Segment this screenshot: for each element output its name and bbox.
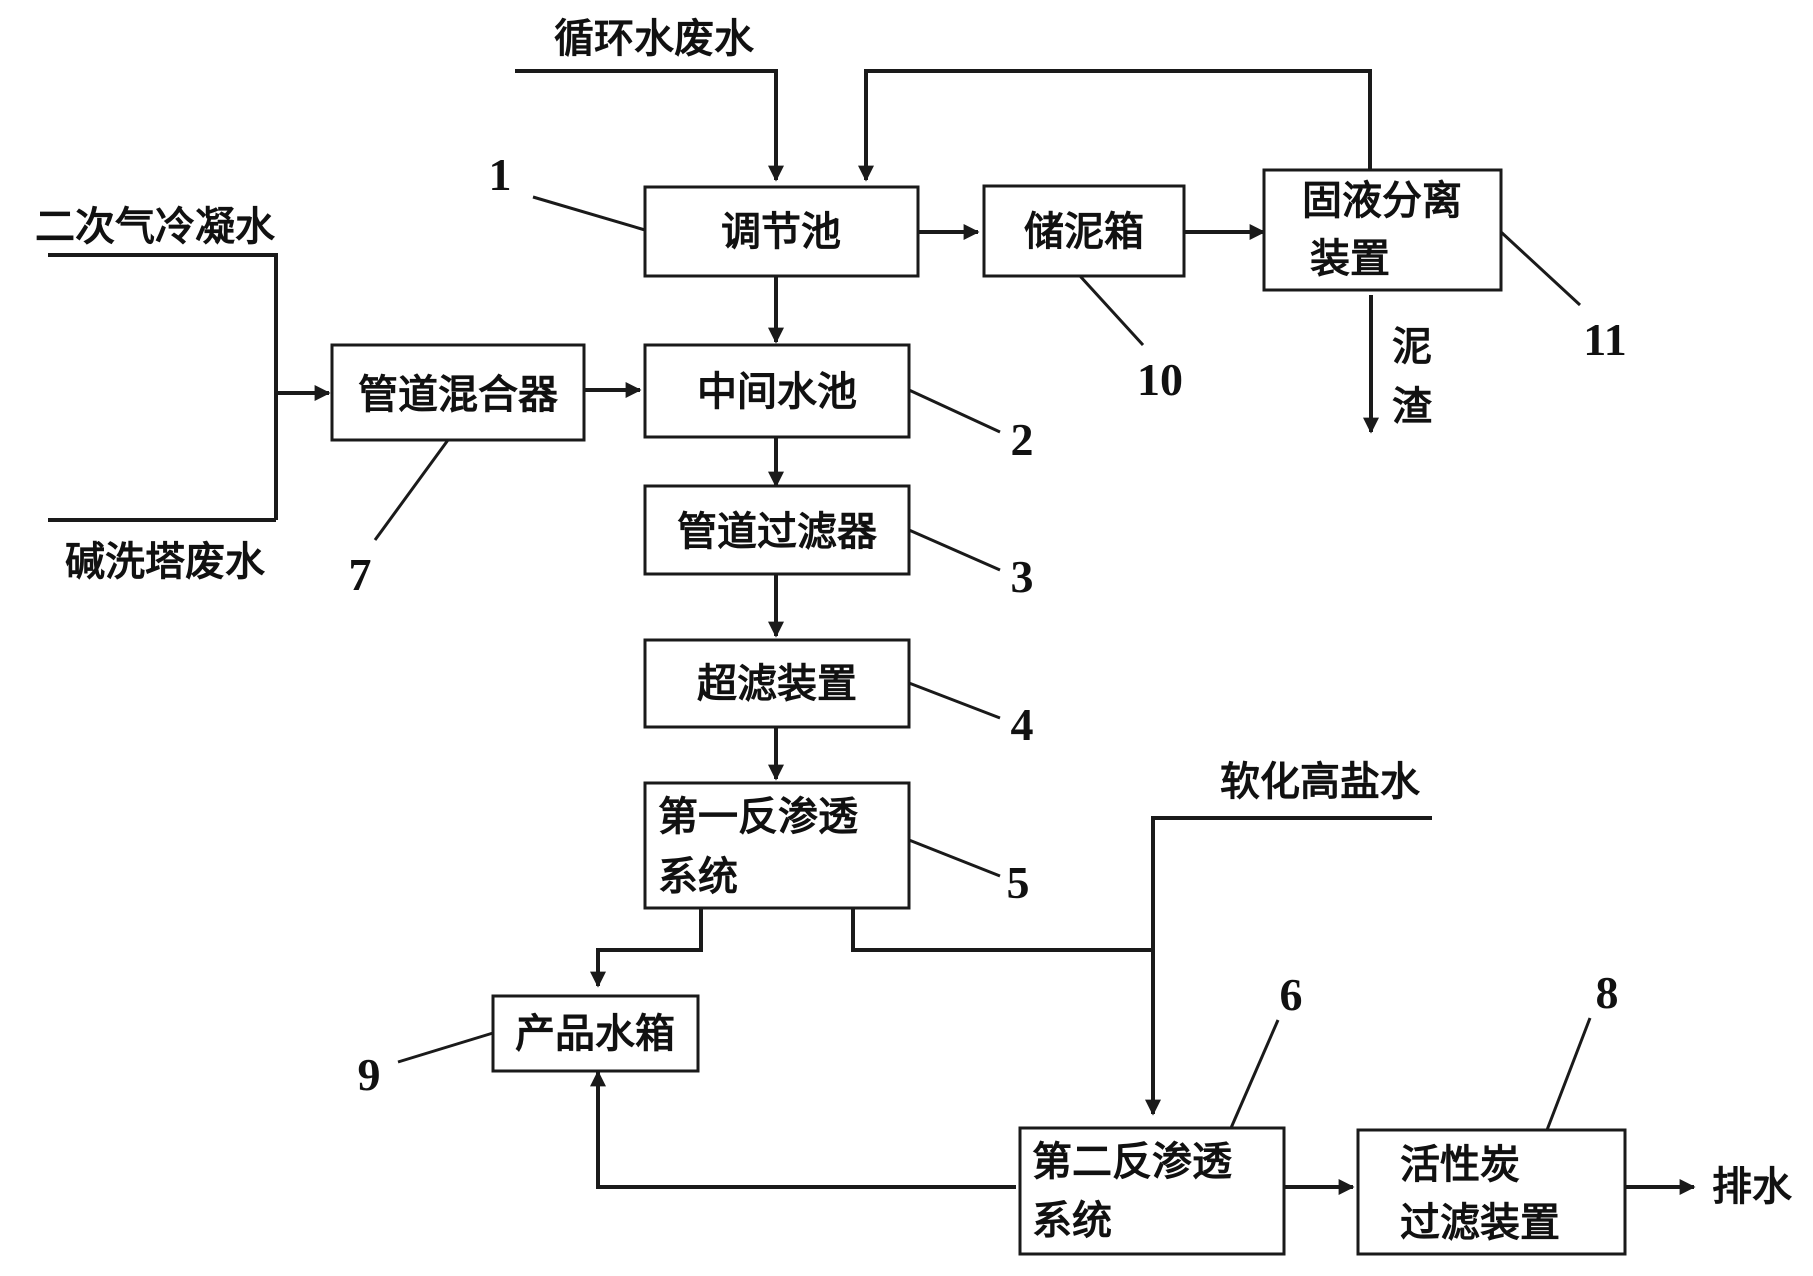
ref-number-6: 6 bbox=[1280, 969, 1303, 1020]
leader-10 bbox=[1078, 274, 1145, 347]
product-tank-label: 产品水箱 bbox=[515, 1011, 675, 1057]
regulating-tank-box bbox=[643, 185, 920, 278]
ref-number-4: 4 bbox=[1011, 699, 1034, 750]
leader-3 bbox=[908, 528, 1001, 572]
ro1-label-2: 系统 bbox=[658, 854, 738, 900]
ref-number-10: 10 bbox=[1137, 354, 1183, 405]
pipeline-filter-box bbox=[643, 484, 911, 576]
input-softened-brine: 软化高盐水 bbox=[1220, 759, 1421, 805]
intermediate-tank-label: 中间水池 bbox=[697, 369, 857, 415]
separator-box bbox=[1262, 168, 1503, 292]
flow-line-ro1-to-ro2 bbox=[851, 908, 1161, 1116]
product-tank-box bbox=[491, 994, 700, 1073]
separator-label-1: 固液分离 bbox=[1302, 178, 1462, 224]
pipeline-mixer-box bbox=[330, 343, 586, 442]
leader-4 bbox=[908, 681, 1001, 720]
carbon-filter-box bbox=[1356, 1128, 1627, 1256]
flow-line-condensate-input bbox=[48, 253, 278, 520]
input-secondary-condensate: 二次气冷凝水 bbox=[35, 204, 276, 250]
output-sludge-residue-2: 渣 bbox=[1392, 384, 1433, 430]
flow-line-softened-brine-input bbox=[1151, 816, 1432, 950]
leader-6 bbox=[1229, 1019, 1280, 1129]
output-drain: 排水 bbox=[1712, 1164, 1793, 1210]
ref-number-3: 3 bbox=[1011, 551, 1034, 602]
leader-2 bbox=[908, 388, 1001, 434]
regulating-tank-label: 调节池 bbox=[721, 209, 841, 255]
flow-line-ro1-to-product bbox=[590, 908, 703, 988]
input-circulating-wastewater: 循环水废水 bbox=[554, 16, 755, 62]
ro2-label-2: 系统 bbox=[1032, 1198, 1112, 1244]
pipeline-mixer-label: 管道混合器 bbox=[358, 372, 559, 418]
ref-number-11: 11 bbox=[1583, 314, 1626, 365]
flow-line-separator-return bbox=[858, 69, 1372, 182]
separator-label-2: 装置 bbox=[1310, 236, 1390, 282]
ref-number-7: 7 bbox=[349, 549, 372, 600]
input-alkali-tower-wastewater: 碱洗塔废水 bbox=[65, 539, 266, 585]
ref-number-2: 2 bbox=[1011, 414, 1034, 465]
leader-1 bbox=[532, 195, 646, 232]
ref-number-1: 1 bbox=[489, 149, 512, 200]
pipeline-filter-label: 管道过滤器 bbox=[677, 509, 878, 555]
ro2-label-1: 第二反渗透 bbox=[1032, 1139, 1233, 1185]
flow-line-ro2-to-product bbox=[590, 1070, 1016, 1189]
carbon-filter-label-1: 活性炭 bbox=[1400, 1142, 1520, 1188]
leader-7 bbox=[373, 439, 450, 541]
ro1-label-1: 第一反渗透 bbox=[658, 794, 859, 840]
ultrafiltration-label: 超滤装置 bbox=[697, 661, 857, 707]
leader-8 bbox=[1545, 1017, 1592, 1131]
ref-number-9: 9 bbox=[358, 1049, 381, 1100]
sludge-tank-box bbox=[982, 184, 1186, 278]
leader-5 bbox=[908, 838, 1001, 878]
carbon-filter-label-2: 过滤装置 bbox=[1400, 1200, 1560, 1246]
ref-number-5: 5 bbox=[1007, 857, 1030, 908]
intermediate-tank-box bbox=[643, 343, 911, 439]
output-sludge-residue-1: 泥 bbox=[1392, 324, 1432, 370]
leader-11 bbox=[1499, 230, 1582, 307]
ro2-box bbox=[1018, 1126, 1286, 1256]
leader-9 bbox=[397, 1031, 494, 1064]
flow-line-circulating-input bbox=[515, 69, 784, 182]
ultrafiltration-box bbox=[643, 638, 911, 729]
sludge-tank-label: 储泥箱 bbox=[1024, 209, 1144, 255]
ref-number-8: 8 bbox=[1596, 967, 1619, 1018]
ro1-box bbox=[643, 781, 911, 910]
